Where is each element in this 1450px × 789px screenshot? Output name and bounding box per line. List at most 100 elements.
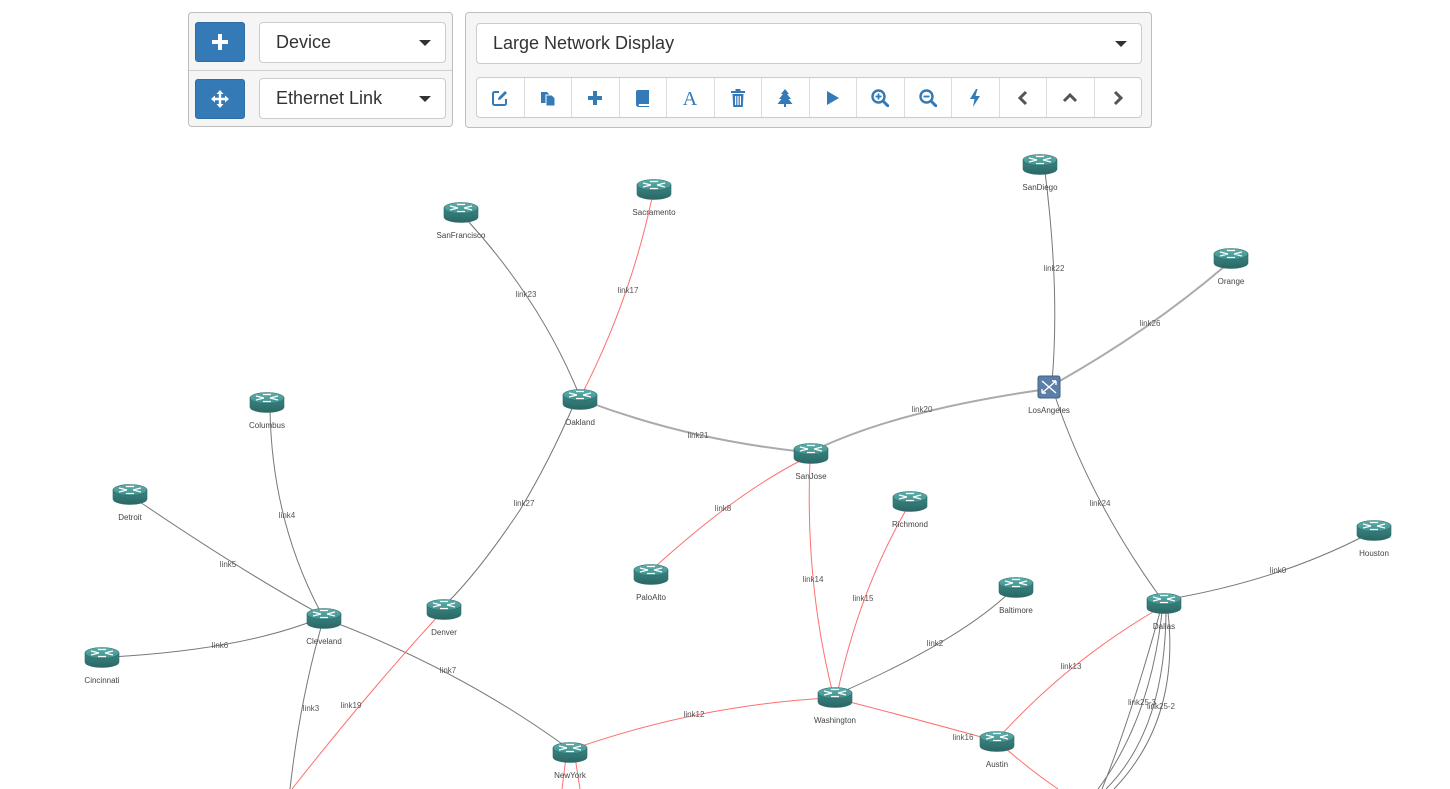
- link-line[interactable]: [269, 409, 321, 612]
- router-node-washington[interactable]: Washington: [814, 687, 856, 726]
- edit-icon: [492, 90, 508, 106]
- play-button[interactable]: [810, 78, 857, 117]
- delete-button[interactable]: [715, 78, 762, 117]
- link-line[interactable]: [587, 401, 806, 453]
- add-button[interactable]: [572, 78, 620, 117]
- router-icon: [633, 564, 669, 585]
- router-node-austin[interactable]: Austin: [979, 731, 1015, 770]
- link-line[interactable]: [582, 197, 653, 393]
- link-line[interactable]: [1097, 611, 1163, 789]
- link-label: link3: [303, 704, 320, 713]
- link-line[interactable]: [291, 613, 441, 789]
- chevron-left-icon: [1017, 90, 1027, 105]
- router-node-sanjose[interactable]: SanJose: [793, 443, 829, 482]
- link-line[interactable]: [136, 499, 319, 614]
- router-icon: [636, 179, 672, 200]
- link-label: link27: [514, 499, 535, 508]
- link-line[interactable]: [1054, 395, 1161, 598]
- node-label: Columbus: [249, 421, 285, 430]
- link-label: link15: [853, 594, 874, 603]
- link-line[interactable]: [447, 403, 575, 603]
- router-node-newyork[interactable]: NewYork: [552, 742, 588, 781]
- node-label: Oakland: [565, 418, 595, 427]
- edit-button[interactable]: [477, 78, 525, 117]
- node-label: Austin: [986, 760, 1008, 769]
- node-label: Orange: [1218, 277, 1245, 286]
- text-button[interactable]: A: [667, 78, 715, 117]
- toolbar: A: [476, 77, 1142, 118]
- link-line[interactable]: [1101, 611, 1161, 789]
- link-line[interactable]: [1044, 171, 1056, 383]
- link-label: link25-2: [1147, 702, 1176, 711]
- node-label: Dallas: [1153, 622, 1175, 631]
- device-row: Device: [189, 13, 452, 71]
- link-label: link17: [618, 286, 639, 295]
- node-label: SanJose: [795, 472, 827, 481]
- device-type-select[interactable]: Device: [259, 22, 446, 63]
- router-node-cleveland[interactable]: Cleveland: [306, 608, 342, 647]
- link-label: link0: [1270, 566, 1287, 575]
- router-node-houston[interactable]: Houston: [1356, 520, 1392, 559]
- router-node-paloalto[interactable]: PaloAlto: [633, 564, 669, 603]
- link-label: link25-3: [1128, 698, 1157, 707]
- link-line[interactable]: [841, 699, 993, 741]
- link-line[interactable]: [1057, 265, 1226, 383]
- router-icon: [1146, 593, 1182, 614]
- router-node-detroit[interactable]: Detroit: [112, 484, 148, 523]
- link-line[interactable]: [1169, 533, 1369, 600]
- router-node-sandiego[interactable]: SanDiego: [1022, 154, 1058, 193]
- up-button[interactable]: [1047, 78, 1095, 117]
- router-node-richmond[interactable]: Richmond: [892, 491, 928, 530]
- previous-button[interactable]: [1000, 78, 1047, 117]
- link-line[interactable]: [1002, 745, 1059, 789]
- router-node-orange[interactable]: Orange: [1213, 248, 1249, 287]
- font-icon: A: [683, 88, 698, 108]
- book-button[interactable]: [620, 78, 667, 117]
- link-line[interactable]: [837, 509, 907, 691]
- link-line[interactable]: [1001, 608, 1159, 735]
- link-line[interactable]: [289, 623, 323, 789]
- copy-button[interactable]: [525, 78, 572, 117]
- next-button[interactable]: [1095, 78, 1142, 117]
- router-node-cincinnati[interactable]: Cincinnati: [84, 647, 120, 686]
- link-line[interactable]: [466, 219, 579, 393]
- link-line[interactable]: [1105, 611, 1167, 789]
- display-panel: Large Network Display: [465, 12, 1152, 128]
- router-node-columbus[interactable]: Columbus: [249, 392, 285, 431]
- link-line[interactable]: [1113, 611, 1171, 789]
- router-node-baltimore[interactable]: Baltimore: [998, 577, 1033, 616]
- link-label: link2: [927, 639, 944, 648]
- move-button[interactable]: [195, 79, 245, 119]
- zoom-in-button[interactable]: [857, 78, 905, 117]
- flash-button[interactable]: [952, 78, 1000, 117]
- switch-icon: [1037, 375, 1061, 399]
- router-node-oakland[interactable]: Oakland: [562, 389, 598, 428]
- router-node-denver[interactable]: Denver: [426, 599, 462, 638]
- link-line[interactable]: [808, 459, 833, 691]
- switch-node-losangeles[interactable]: LosAngeles: [1028, 375, 1070, 415]
- tree-button[interactable]: [762, 78, 810, 117]
- layout-select[interactable]: Large Network Display: [476, 23, 1142, 64]
- add-device-button[interactable]: [195, 22, 245, 62]
- router-node-sanfrancisco[interactable]: SanFrancisco: [437, 202, 486, 241]
- router-node-sacramento[interactable]: Sacramento: [632, 179, 676, 218]
- router-icon: [112, 484, 148, 505]
- zoom-out-button[interactable]: [905, 78, 952, 117]
- link-line[interactable]: [841, 591, 1011, 693]
- link-label: link22: [1044, 264, 1065, 273]
- bolt-icon: [970, 88, 981, 107]
- link-line[interactable]: [575, 697, 830, 749]
- link-line[interactable]: [109, 618, 319, 658]
- link-line[interactable]: [816, 389, 1042, 450]
- link-label: link21: [688, 431, 709, 440]
- link-type-select[interactable]: Ethernet Link: [259, 78, 446, 119]
- link-label: link6: [212, 641, 229, 650]
- link-line[interactable]: [330, 620, 566, 747]
- node-label: Cleveland: [306, 637, 342, 646]
- link-label: link13: [1061, 662, 1082, 671]
- link-line[interactable]: [655, 457, 807, 567]
- router-node-dallas[interactable]: Dallas: [1146, 593, 1182, 632]
- router-icon: [892, 491, 928, 512]
